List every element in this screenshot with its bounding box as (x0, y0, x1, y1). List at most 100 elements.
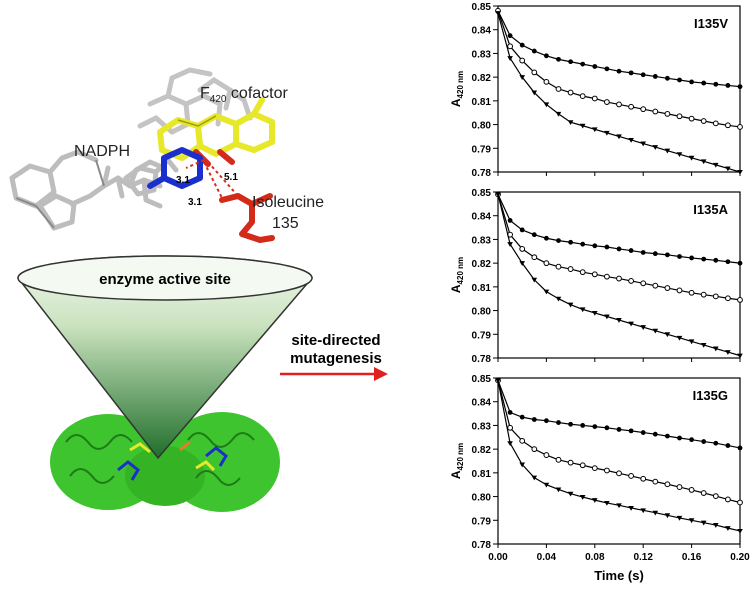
data-point (519, 462, 525, 468)
data-point (556, 56, 561, 62)
data-point (652, 282, 659, 289)
mutagenesis-arrow: site-directed mutagenesis (280, 332, 388, 381)
y-tick-label: 0.85 (472, 188, 492, 199)
series-line (497, 194, 741, 357)
data-point (640, 430, 646, 435)
data-point (652, 74, 658, 79)
series-0 (495, 8, 743, 90)
data-point (592, 127, 598, 133)
data-point (507, 424, 514, 431)
data-point (725, 259, 731, 265)
x-tick-label: 0.16 (682, 552, 702, 563)
data-point (616, 275, 622, 282)
y-tick-label: 0.81 (472, 283, 492, 294)
data-point (568, 59, 573, 65)
data-point (543, 482, 550, 488)
data-point (591, 95, 598, 102)
data-point (543, 260, 550, 267)
data-point (713, 81, 719, 87)
data-point (592, 498, 598, 503)
data-point (616, 427, 622, 432)
data-point (555, 111, 562, 117)
data-point (567, 459, 574, 466)
data-point (531, 69, 538, 76)
chart-title: I135G (693, 388, 728, 403)
data-point (604, 314, 610, 320)
data-point (495, 192, 501, 198)
data-point (640, 280, 647, 287)
data-point (652, 145, 659, 150)
data-point (507, 218, 513, 223)
data-point (507, 33, 513, 39)
data-point (531, 48, 537, 54)
data-point (712, 293, 719, 300)
data-point (677, 435, 682, 441)
data-point (628, 70, 634, 76)
series-0 (495, 377, 743, 451)
data-point (640, 250, 646, 255)
arrow-head (374, 367, 388, 381)
data-point (725, 295, 731, 302)
data-point (543, 78, 550, 85)
distance-label-2: 5.1 (224, 172, 238, 183)
data-point (555, 487, 562, 493)
data-point (677, 77, 682, 83)
x-axis-label: Time (s) (594, 568, 644, 583)
data-point (700, 118, 707, 124)
data-point (664, 481, 671, 488)
data-point (664, 111, 671, 117)
data-point (519, 246, 526, 252)
data-point (543, 452, 550, 458)
data-point (676, 335, 683, 341)
data-point (676, 484, 683, 490)
cone-label: enzyme active site (99, 271, 231, 288)
data-point (701, 80, 707, 86)
data-point (628, 137, 634, 143)
series-1 (495, 191, 743, 303)
data-point (628, 248, 634, 253)
data-point (689, 79, 694, 85)
data-point (628, 473, 634, 479)
kinetics-charts: 0.850.840.830.820.810.800.790.78I135VA42… (449, 2, 750, 583)
data-point (568, 239, 573, 245)
data-point (568, 421, 573, 427)
series-0 (495, 191, 743, 266)
data-point (640, 325, 646, 330)
y-tick-label: 0.82 (472, 445, 492, 456)
y-tick-label: 0.80 (472, 121, 492, 132)
chart-title: I135V (694, 16, 728, 31)
data-point (652, 251, 658, 257)
data-point (544, 235, 549, 241)
data-point (665, 252, 670, 258)
chart-frame (497, 191, 741, 359)
data-point (700, 159, 707, 165)
data-point (652, 510, 659, 516)
y-tick-label: 0.85 (472, 374, 492, 385)
y-tick-label: 0.81 (472, 469, 492, 480)
x-tick-label: 0.04 (537, 552, 557, 563)
data-point (567, 89, 574, 96)
data-point (640, 72, 646, 78)
data-point (604, 425, 610, 431)
data-point (665, 75, 670, 81)
data-point (700, 520, 707, 526)
chart-panel-1: 0.850.840.830.820.810.800.790.78I135AA42… (449, 188, 743, 365)
data-point (567, 120, 574, 125)
data-point (616, 470, 622, 477)
data-point (591, 271, 598, 278)
y-tick-label: 0.78 (472, 540, 492, 551)
data-point (713, 257, 719, 263)
data-point (701, 439, 707, 444)
data-point (664, 285, 671, 291)
x-tick-label: 0.08 (585, 552, 605, 563)
data-point (652, 108, 659, 115)
data-point (640, 508, 646, 514)
y-tick-label: 0.80 (472, 493, 492, 504)
data-point (640, 106, 647, 113)
data-point (519, 261, 525, 266)
chart-title: I135A (693, 202, 728, 217)
y-tick-label: 0.78 (472, 354, 492, 365)
data-point (531, 254, 538, 261)
y-tick-label: 0.84 (472, 212, 492, 223)
